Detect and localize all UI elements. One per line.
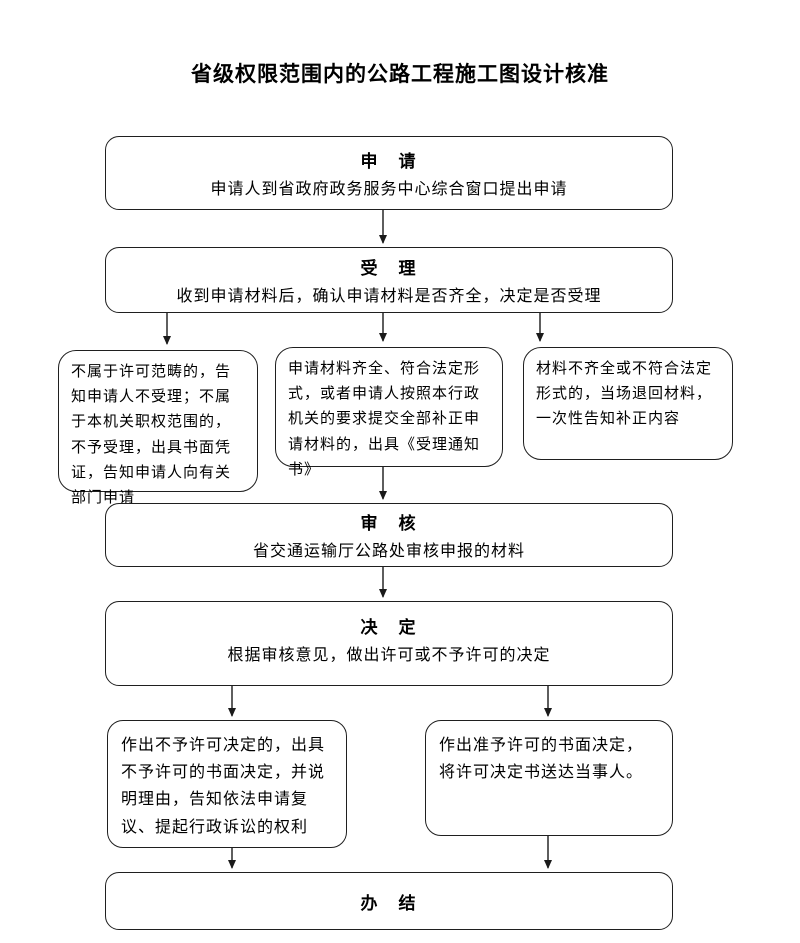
stage-body-apply: 申请人到省政府政务服务中心综合窗口提出申请 — [210, 181, 568, 198]
stage-heading-finish: 办 结 — [360, 893, 418, 913]
branch-text-granted: 作出准予许可的书面决定，将许可决定书送达当事人。 — [439, 737, 644, 782]
branch-box-incomplete: 材料不齐全或不符合法定形式的，当场退回材料，一次性告知补正内容 — [523, 347, 733, 460]
stage-body-review: 省交通运输厅公路处审核申报的材料 — [252, 543, 525, 560]
page-title: 省级权限范围内的公路工程施工图设计核准 — [191, 62, 609, 86]
branch-box-denied: 作出不予许可决定的，出具不予许可的书面决定，并说明理由，告知依法申请复议、提起行… — [107, 720, 347, 848]
stage-box-apply: 申 请 申请人到省政府政务服务中心综合窗口提出申请 — [105, 136, 673, 210]
stage-box-review: 审 核 省交通运输厅公路处审核申报的材料 — [105, 503, 673, 567]
branch-box-accepted: 申请材料齐全、符合法定形式，或者申请人按照本行政机关的要求提交全部补正申请材料的… — [275, 347, 503, 478]
branch-text-accepted: 申请材料齐全、符合法定形式，或者申请人按照本行政机关的要求提交全部补正申请材料的… — [288, 361, 481, 478]
stage-heading-apply: 申 请 — [360, 152, 418, 171]
stage-heading-accept: 受 理 — [360, 259, 418, 278]
stage-box-decide: 决 定 根据审核意见，做出许可或不予许可的决定 — [105, 601, 673, 686]
stage-body-accept: 收到申请材料后，确认申请材料是否齐全，决定是否受理 — [176, 288, 602, 305]
stage-heading-decide: 决 定 — [360, 618, 418, 637]
stage-body-decide: 根据审核意见，做出许可或不予许可的决定 — [227, 647, 551, 664]
stage-box-finish: 办 结 — [105, 872, 673, 930]
stage-heading-review: 审 核 — [360, 514, 418, 533]
stage-box-accept: 受 理 收到申请材料后，确认申请材料是否齐全，决定是否受理 — [105, 247, 673, 313]
branch-text-incomplete: 材料不齐全或不符合法定形式的，当场退回材料，一次性告知补正内容 — [536, 361, 713, 428]
branch-box-not-accepted: 不属于许可范畴的，告知申请人不受理；不属于本机关职权范围的，不予受理，出具书面凭… — [58, 350, 258, 506]
branch-box-granted: 作出准予许可的书面决定，将许可决定书送达当事人。 — [425, 720, 673, 836]
branch-text-denied: 作出不予许可决定的，出具不予许可的书面决定，并说明理由，告知依法申请复议、提起行… — [121, 737, 326, 836]
branch-text-not-accepted: 不属于许可范畴的，告知申请人不受理；不属于本机关职权范围的，不予受理，出具书面凭… — [71, 364, 232, 506]
